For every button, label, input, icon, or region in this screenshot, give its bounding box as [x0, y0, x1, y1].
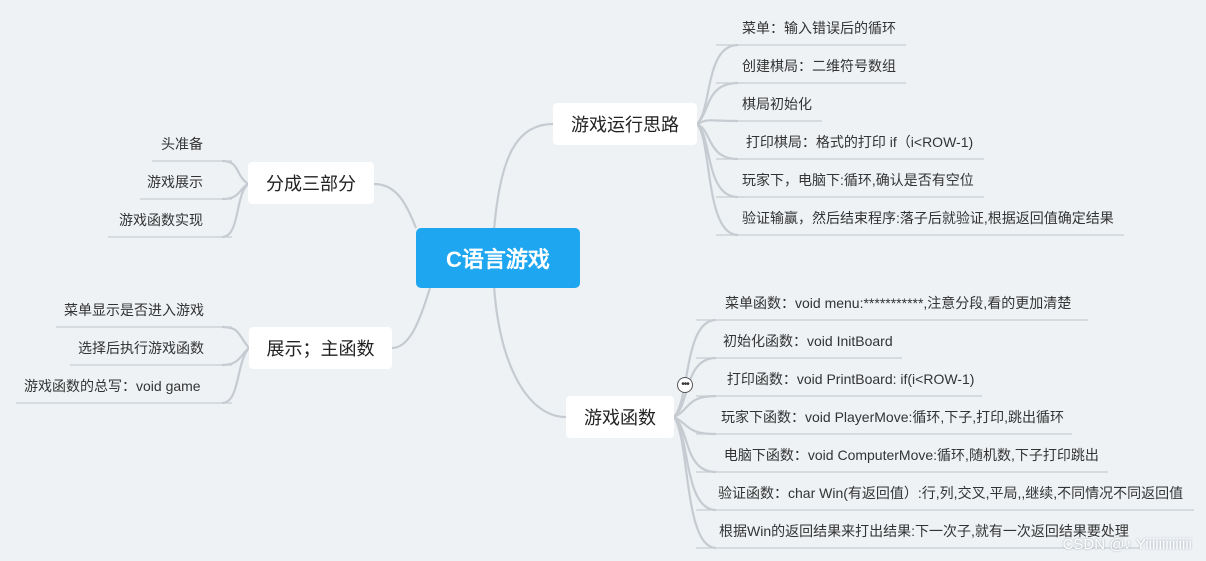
link-functions-5 — [673, 416, 717, 474]
link-central-functions — [492, 285, 567, 419]
link-functions-7 — [673, 416, 717, 550]
leaf-init-board[interactable]: 棋局初始化 — [742, 96, 812, 112]
topic-game-logic[interactable]: 游戏运行思路 — [553, 103, 697, 145]
link-thinking-2 — [696, 81, 739, 125]
leaf-execute-game[interactable]: 选择后执行游戏函数 — [78, 340, 204, 356]
leaf-check-win[interactable]: 验证输赢，然后结束程序:落子后就验证,根据返回值确定结果 — [742, 210, 1114, 226]
watermark: CSDN @♪ Yiiiiiiiiiiiiii — [1062, 536, 1192, 553]
link-mainfunc-1 — [221, 325, 250, 349]
link-mainfunc-3 — [221, 347, 250, 405]
topic-main-function[interactable]: 展示；主函数 — [249, 327, 392, 369]
ellipsis-icon[interactable]: ••• — [677, 377, 693, 393]
topic-three-parts[interactable]: 分成三部分 — [248, 162, 374, 204]
leaf-win-function[interactable]: 验证函数：char Win(有返回值）:行,列,交叉,平局,,继续,不同情况不同… — [718, 485, 1184, 501]
topic-game-functions[interactable]: 游戏函数 — [566, 396, 674, 438]
leaf-game-impl[interactable]: 游戏函数实现 — [119, 212, 203, 228]
leaf-player-move-function[interactable]: 玩家下函数：void PlayerMove:循环,下子,打印,跳出循环 — [721, 409, 1065, 425]
leaf-menu-enter[interactable]: 菜单显示是否进入游戏 — [64, 302, 204, 318]
leaf-create-board[interactable]: 创建棋局：二维符号数组 — [742, 58, 896, 74]
leaf-init-function[interactable]: 初始化函数：void InitBoard — [723, 333, 893, 349]
leaf-menu-function[interactable]: 菜单函数：void menu:***********,注意分段,看的更加清楚 — [725, 295, 1072, 311]
leaf-print-board[interactable]: 打印棋局：格式的打印 if（i<ROW-1) — [742, 134, 974, 150]
link-threeparts-1 — [221, 159, 249, 185]
leaf-print-function[interactable]: 打印函数：void PrintBoard: if(i<ROW-1) — [723, 371, 975, 387]
link-thinking-6 — [696, 123, 739, 237]
leaf-result-handling[interactable]: 根据Win的返回结果来打出结果:下一次子,就有一次返回结果要处理 — [719, 523, 1129, 539]
leaf-header-prep[interactable]: 头准备 — [161, 136, 203, 152]
link-central-threeparts — [373, 182, 418, 229]
leaf-computer-move-function[interactable]: 电脑下函数：void ComputerMove:循环,随机数,下子打印跳出 — [720, 447, 1099, 463]
leaf-game-display[interactable]: 游戏展示 — [147, 174, 203, 190]
leaf-player-computer-move[interactable]: 玩家下，电脑下:循环,确认是否有空位 — [742, 172, 974, 188]
leaf-void-game[interactable]: 游戏函数的总写：void game — [24, 378, 201, 394]
link-central-mainfunc — [391, 287, 432, 350]
link-functions-1 — [673, 318, 717, 418]
link-central-thinking — [492, 122, 554, 231]
central-topic[interactable]: C语言游戏 — [416, 228, 580, 288]
leaf-menu-loop[interactable]: 菜单：输入错误后的循环 — [742, 20, 896, 36]
link-threeparts-3 — [221, 183, 249, 239]
